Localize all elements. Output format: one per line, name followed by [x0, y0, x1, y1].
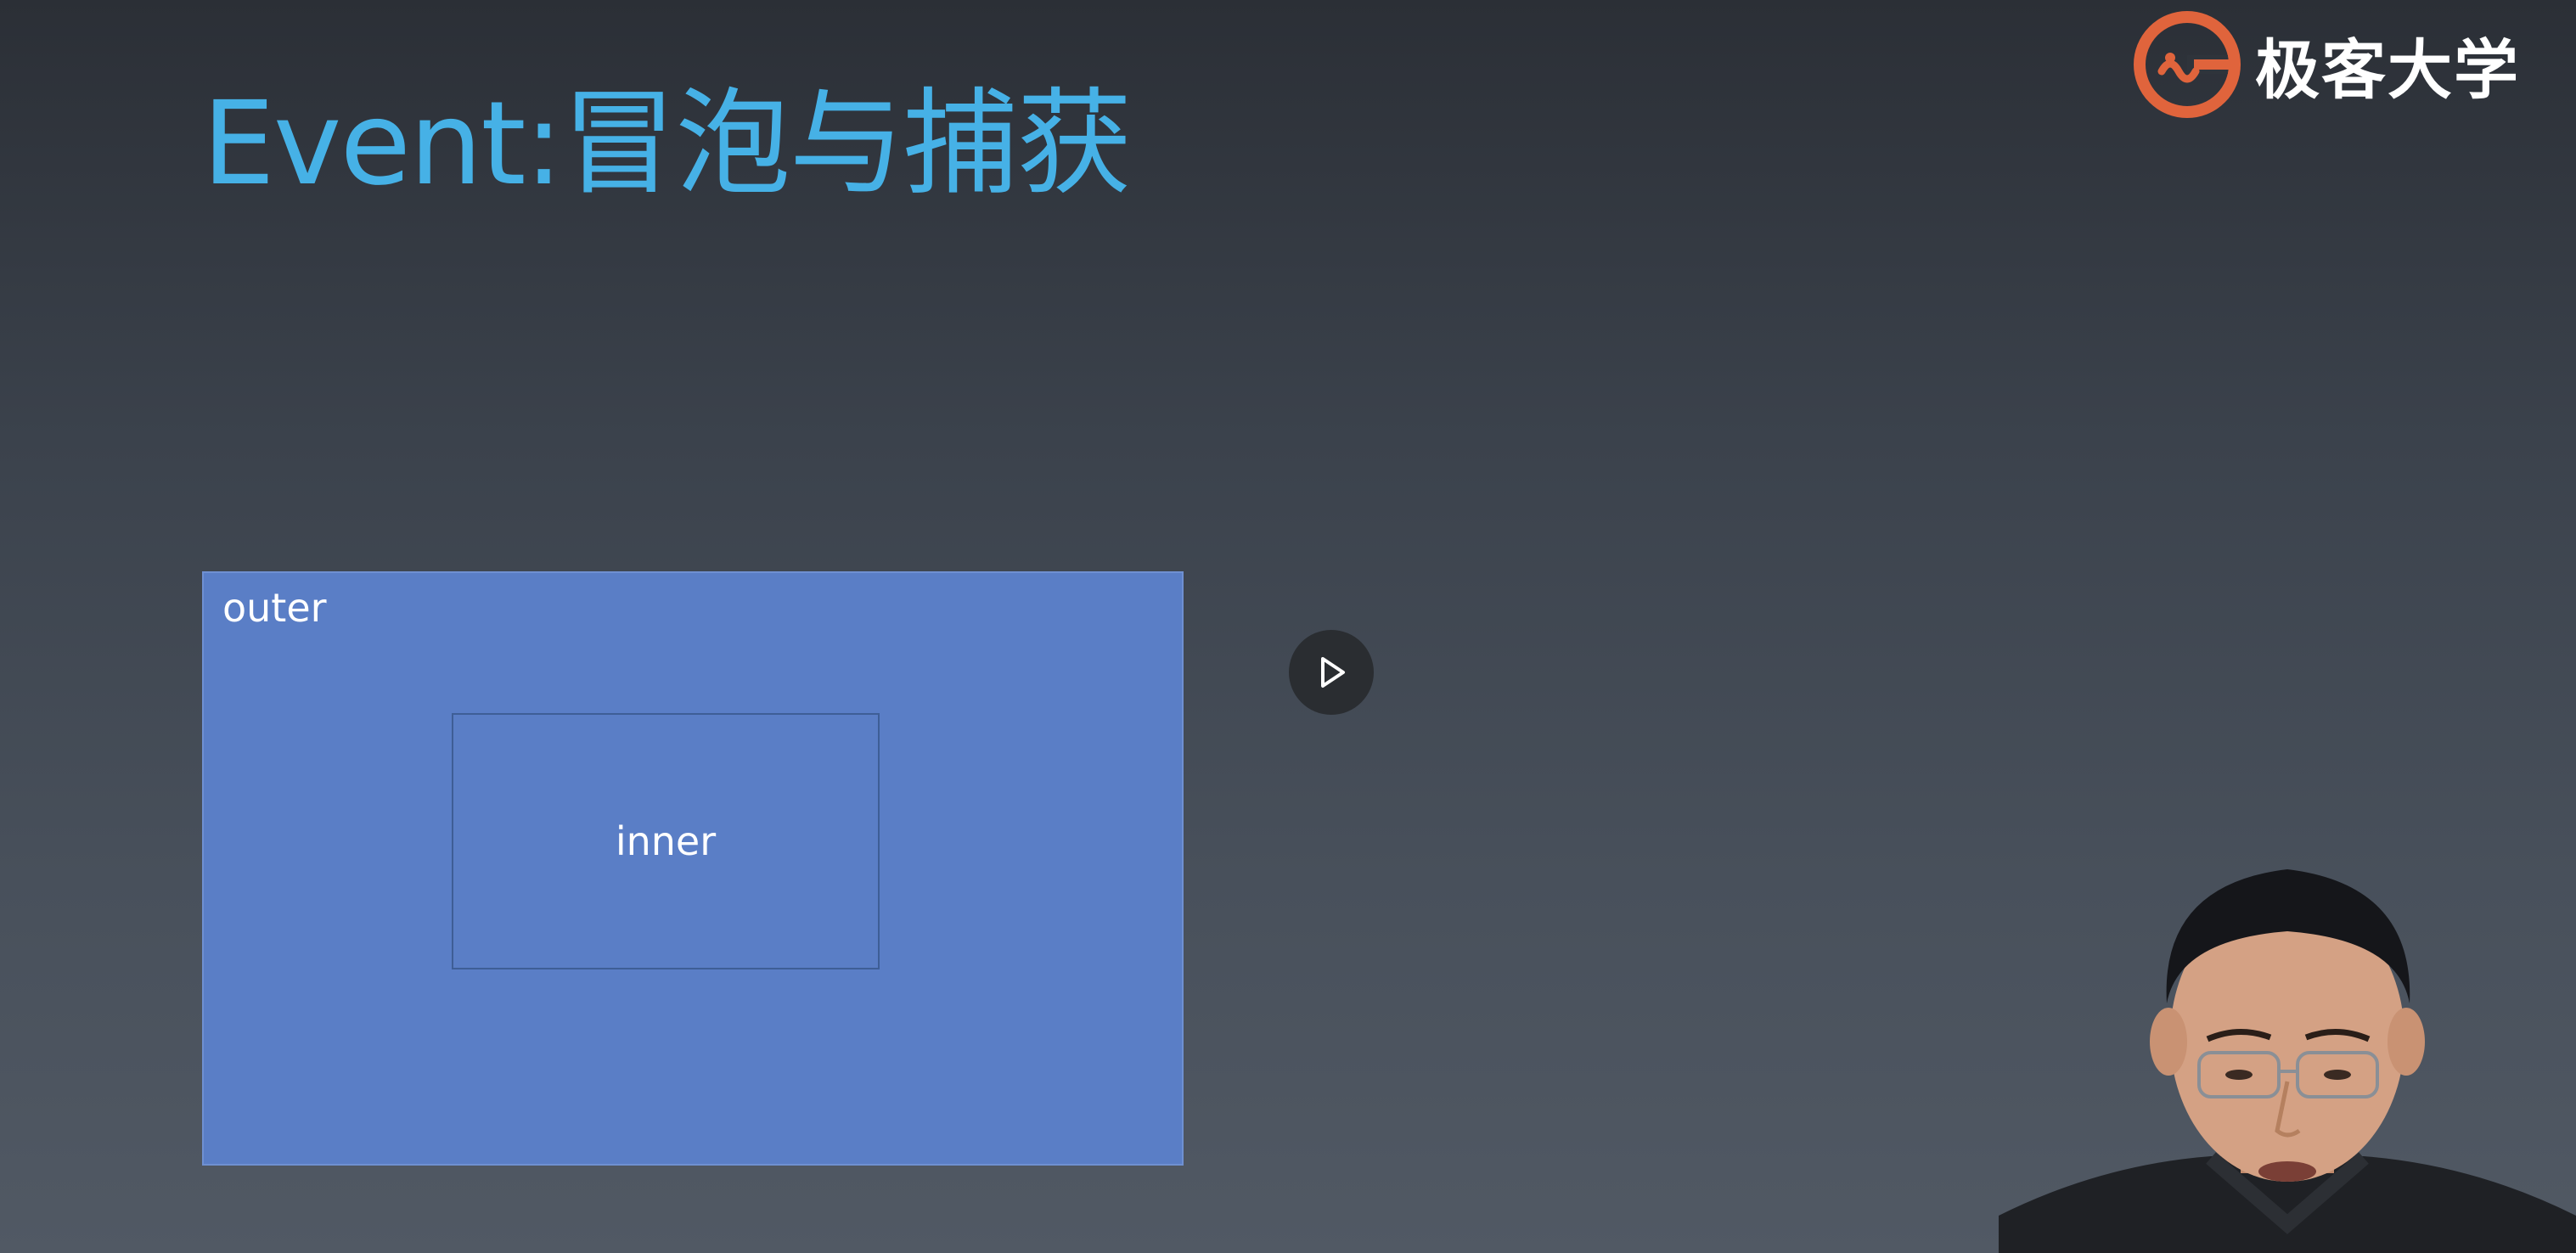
brand-logo: 极客大学 — [2133, 10, 2520, 119]
geek-university-logo-icon — [2134, 11, 2241, 118]
outer-box: outer inner — [202, 571, 1184, 1166]
presenter-video — [1999, 859, 2576, 1253]
logo-text: 极客大学 — [2255, 32, 2520, 108]
inner-box: inner — [452, 713, 880, 969]
play-icon — [1321, 657, 1345, 688]
presenter-image — [1999, 869, 2576, 1253]
play-button[interactable] — [1289, 630, 1374, 715]
slide-title: Event:冒泡与捕获 — [202, 77, 1132, 211]
inner-label: inner — [615, 818, 717, 864]
outer-label: outer — [222, 585, 327, 631]
